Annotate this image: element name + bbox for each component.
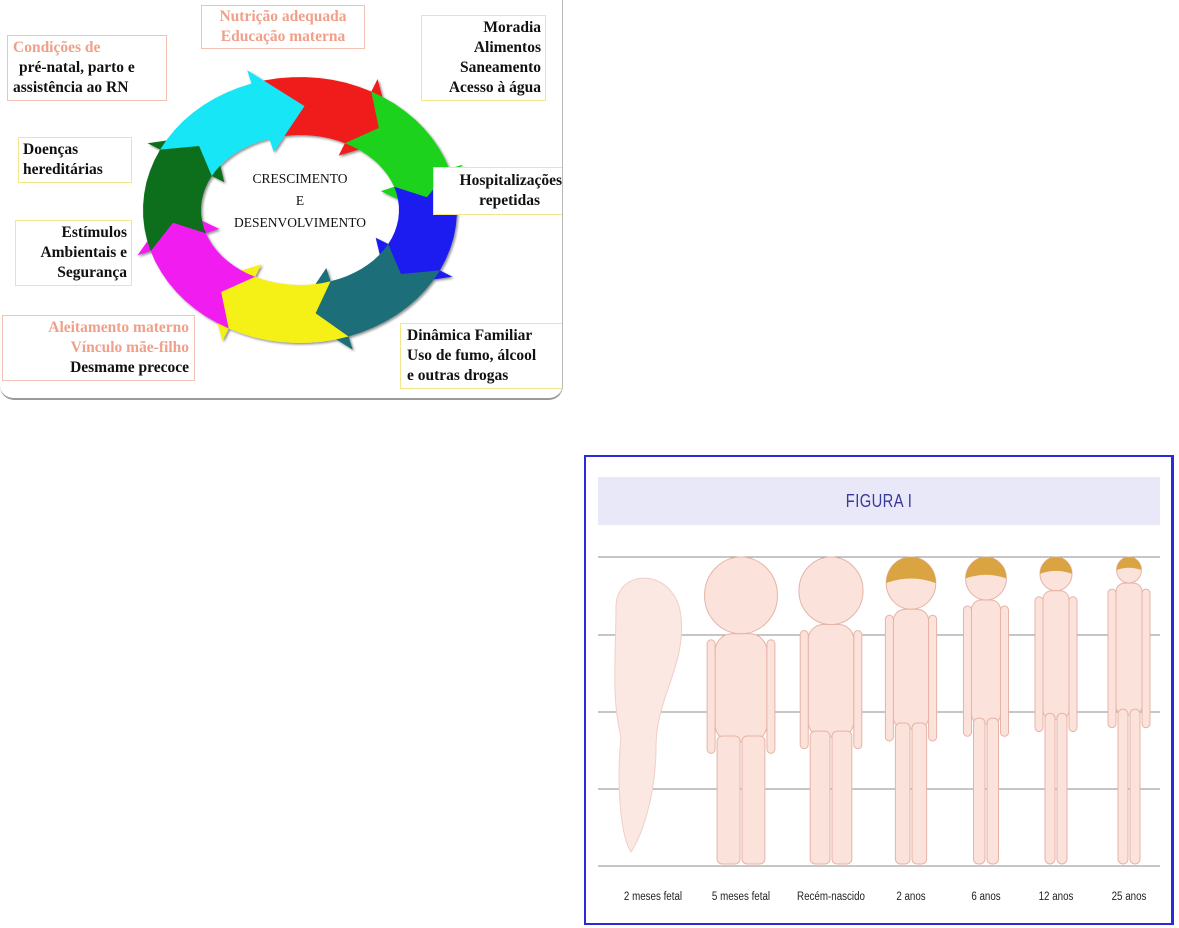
cycle-arrow-yellow — [206, 264, 349, 343]
factor-condicoes-line-2: pré-natal, parto e — [19, 59, 135, 76]
factor-dinamica-familiar: Dinâmica Familiar Uso de fumo, álcool e … — [400, 323, 562, 389]
factor-estimulos: Estímulos Ambientais e Segurança — [15, 220, 132, 286]
figure-6-anos-left-leg — [972, 717, 986, 865]
center-line-1: CRESCIMENTO — [252, 171, 348, 186]
factor-condicoes: Condições de pré-natal, parto e assistên… — [7, 35, 167, 101]
factor-moradia: Moradia Alimentos Saneamento Acesso à ág… — [421, 15, 546, 101]
growth-factors-diagram: CRESCIMENTO E DESENVOLVIMENTO Nutrição a… — [0, 0, 566, 402]
figure-12-anos-left-leg — [1044, 712, 1056, 865]
growth-illustration — [598, 556, 1160, 867]
cycle-arrow-teal — [295, 244, 440, 350]
figure-6-anos-right-arm — [1000, 605, 1010, 737]
diagram-frame — [0, 0, 563, 400]
age-label-recem-nascido: Recém-nascido — [797, 891, 865, 903]
factor-dinamica-line-2: Uso de fumo, álcool — [407, 347, 537, 364]
figure-25-anos-left-arm — [1107, 588, 1117, 729]
center-label: CRESCIMENTO E DESENVOLVIMENTO — [218, 168, 382, 234]
figure-2-anos-right-arm — [928, 614, 938, 742]
cycle-arrow-dark-green — [143, 133, 225, 252]
figure-recem-nascido-right-arm — [853, 630, 863, 750]
factor-nutricao-line-1: Nutrição adequada — [219, 8, 347, 25]
growth-proportions-figure: FIGURA I 2 meses fetal 5 meses fetal Rec… — [584, 455, 1174, 925]
factor-aleitamento-line-3: Desmame precoce — [70, 359, 189, 376]
factor-estimulos-line-3: Segurança — [57, 264, 127, 281]
factor-aleitamento-line-2: Vínculo mãe-filho — [70, 339, 189, 356]
figure-25-anos-left-leg — [1117, 708, 1129, 865]
figure-6-anos-left-arm — [962, 605, 972, 737]
cycle-arrow-cyan — [160, 70, 305, 176]
figure-2-anos-right-leg — [911, 722, 928, 865]
figure-recem-nascido-right-leg — [831, 730, 853, 865]
figure-25-anos-right-leg — [1129, 708, 1141, 865]
body-figures — [614, 556, 1151, 865]
center-line-2: E — [295, 193, 305, 208]
figure-2-anos-left-arm — [884, 614, 894, 742]
factor-moradia-line-3: Saneamento — [460, 59, 541, 76]
factor-estimulos-line-2: Ambientais e — [40, 244, 127, 261]
figure-2-anos-hair — [886, 557, 936, 584]
figure-5-meses-fetal-torso — [714, 633, 768, 743]
age-label-5-meses-fetal: 5 meses fetal — [711, 891, 771, 903]
figure-title: FIGURA I — [845, 491, 913, 511]
factor-nutricao-line-2: Educação materna — [220, 28, 346, 45]
factor-moradia-line-2: Alimentos — [473, 39, 541, 56]
factor-dinamica-line-1: Dinâmica Familiar — [407, 327, 533, 344]
figure-25-anos-hair — [1116, 557, 1142, 571]
figure-2-anos-left-leg — [894, 722, 911, 865]
figure-12-anos-hair — [1039, 557, 1073, 574]
age-label-12-anos: 12 anos — [1038, 891, 1074, 903]
figure-recem-nascido-torso — [807, 624, 855, 738]
factor-hospital-line-2: repetidas — [479, 192, 540, 209]
figure-5-meses-fetal-right-leg — [741, 735, 766, 865]
factor-hospital-line-1: Hospitalizações — [459, 172, 562, 189]
factor-condicoes-line-3: assistência ao RN — [13, 79, 129, 96]
age-label-2-meses-fetal: 2 meses fetal — [623, 891, 683, 903]
figure-recem-nascido-left-arm — [799, 630, 809, 750]
figure-5-meses-fetal-right-arm — [766, 639, 776, 754]
figure-12-anos-right-leg — [1056, 712, 1068, 865]
figure-2-meses-fetal — [614, 577, 683, 853]
figure-12-anos-left-arm — [1034, 596, 1044, 733]
age-label-2-anos: 2 anos — [896, 891, 926, 903]
age-label-25-anos: 25 anos — [1111, 891, 1147, 903]
factor-aleitamento: Aleitamento materno Vínculo mãe-filho De… — [2, 315, 195, 381]
figure-recem-nascido-head — [798, 556, 864, 626]
figure-6-anos-right-leg — [986, 717, 1000, 865]
factor-condicoes-line-1: Condições de — [13, 39, 101, 56]
figure-title-band: FIGURA I — [598, 477, 1160, 525]
figure-6-anos-hair — [965, 557, 1007, 579]
factor-doencas: Doenças hereditárias — [18, 137, 132, 183]
figure-5-meses-fetal-left-leg — [716, 735, 741, 865]
age-label-6-anos: 6 anos — [971, 891, 1001, 903]
factor-moradia-line-4: Acesso à água — [448, 79, 541, 96]
figure-25-anos-right-arm — [1141, 588, 1151, 729]
figure-12-anos-torso — [1042, 590, 1070, 720]
cycle-arrow-magenta — [137, 206, 256, 329]
figure-recem-nascido-left-leg — [809, 730, 831, 865]
factor-estimulos-line-1: Estímulos — [61, 224, 127, 241]
factor-doencas-line-1: Doenças — [23, 141, 79, 158]
figure-5-meses-fetal-head — [704, 556, 778, 635]
center-line-3: DESENVOLVIMENTO — [233, 215, 366, 230]
factor-dinamica-line-3: e outras drogas — [407, 367, 509, 384]
figure-5-meses-fetal-left-arm — [706, 639, 716, 754]
factor-nutricao: Nutrição adequada Educação materna — [201, 5, 365, 49]
figure-25-anos-torso — [1115, 582, 1143, 716]
figure-6-anos-torso — [970, 599, 1002, 725]
factor-moradia-line-1: Moradia — [483, 19, 541, 36]
factor-hospitalizacoes: Hospitalizações repetidas — [433, 167, 562, 215]
figure-2-anos-torso — [892, 608, 930, 730]
factor-aleitamento-line-1: Aleitamento materno — [48, 319, 189, 336]
figure-12-anos-right-arm — [1068, 596, 1078, 733]
factor-doencas-line-2: hereditárias — [23, 161, 103, 178]
